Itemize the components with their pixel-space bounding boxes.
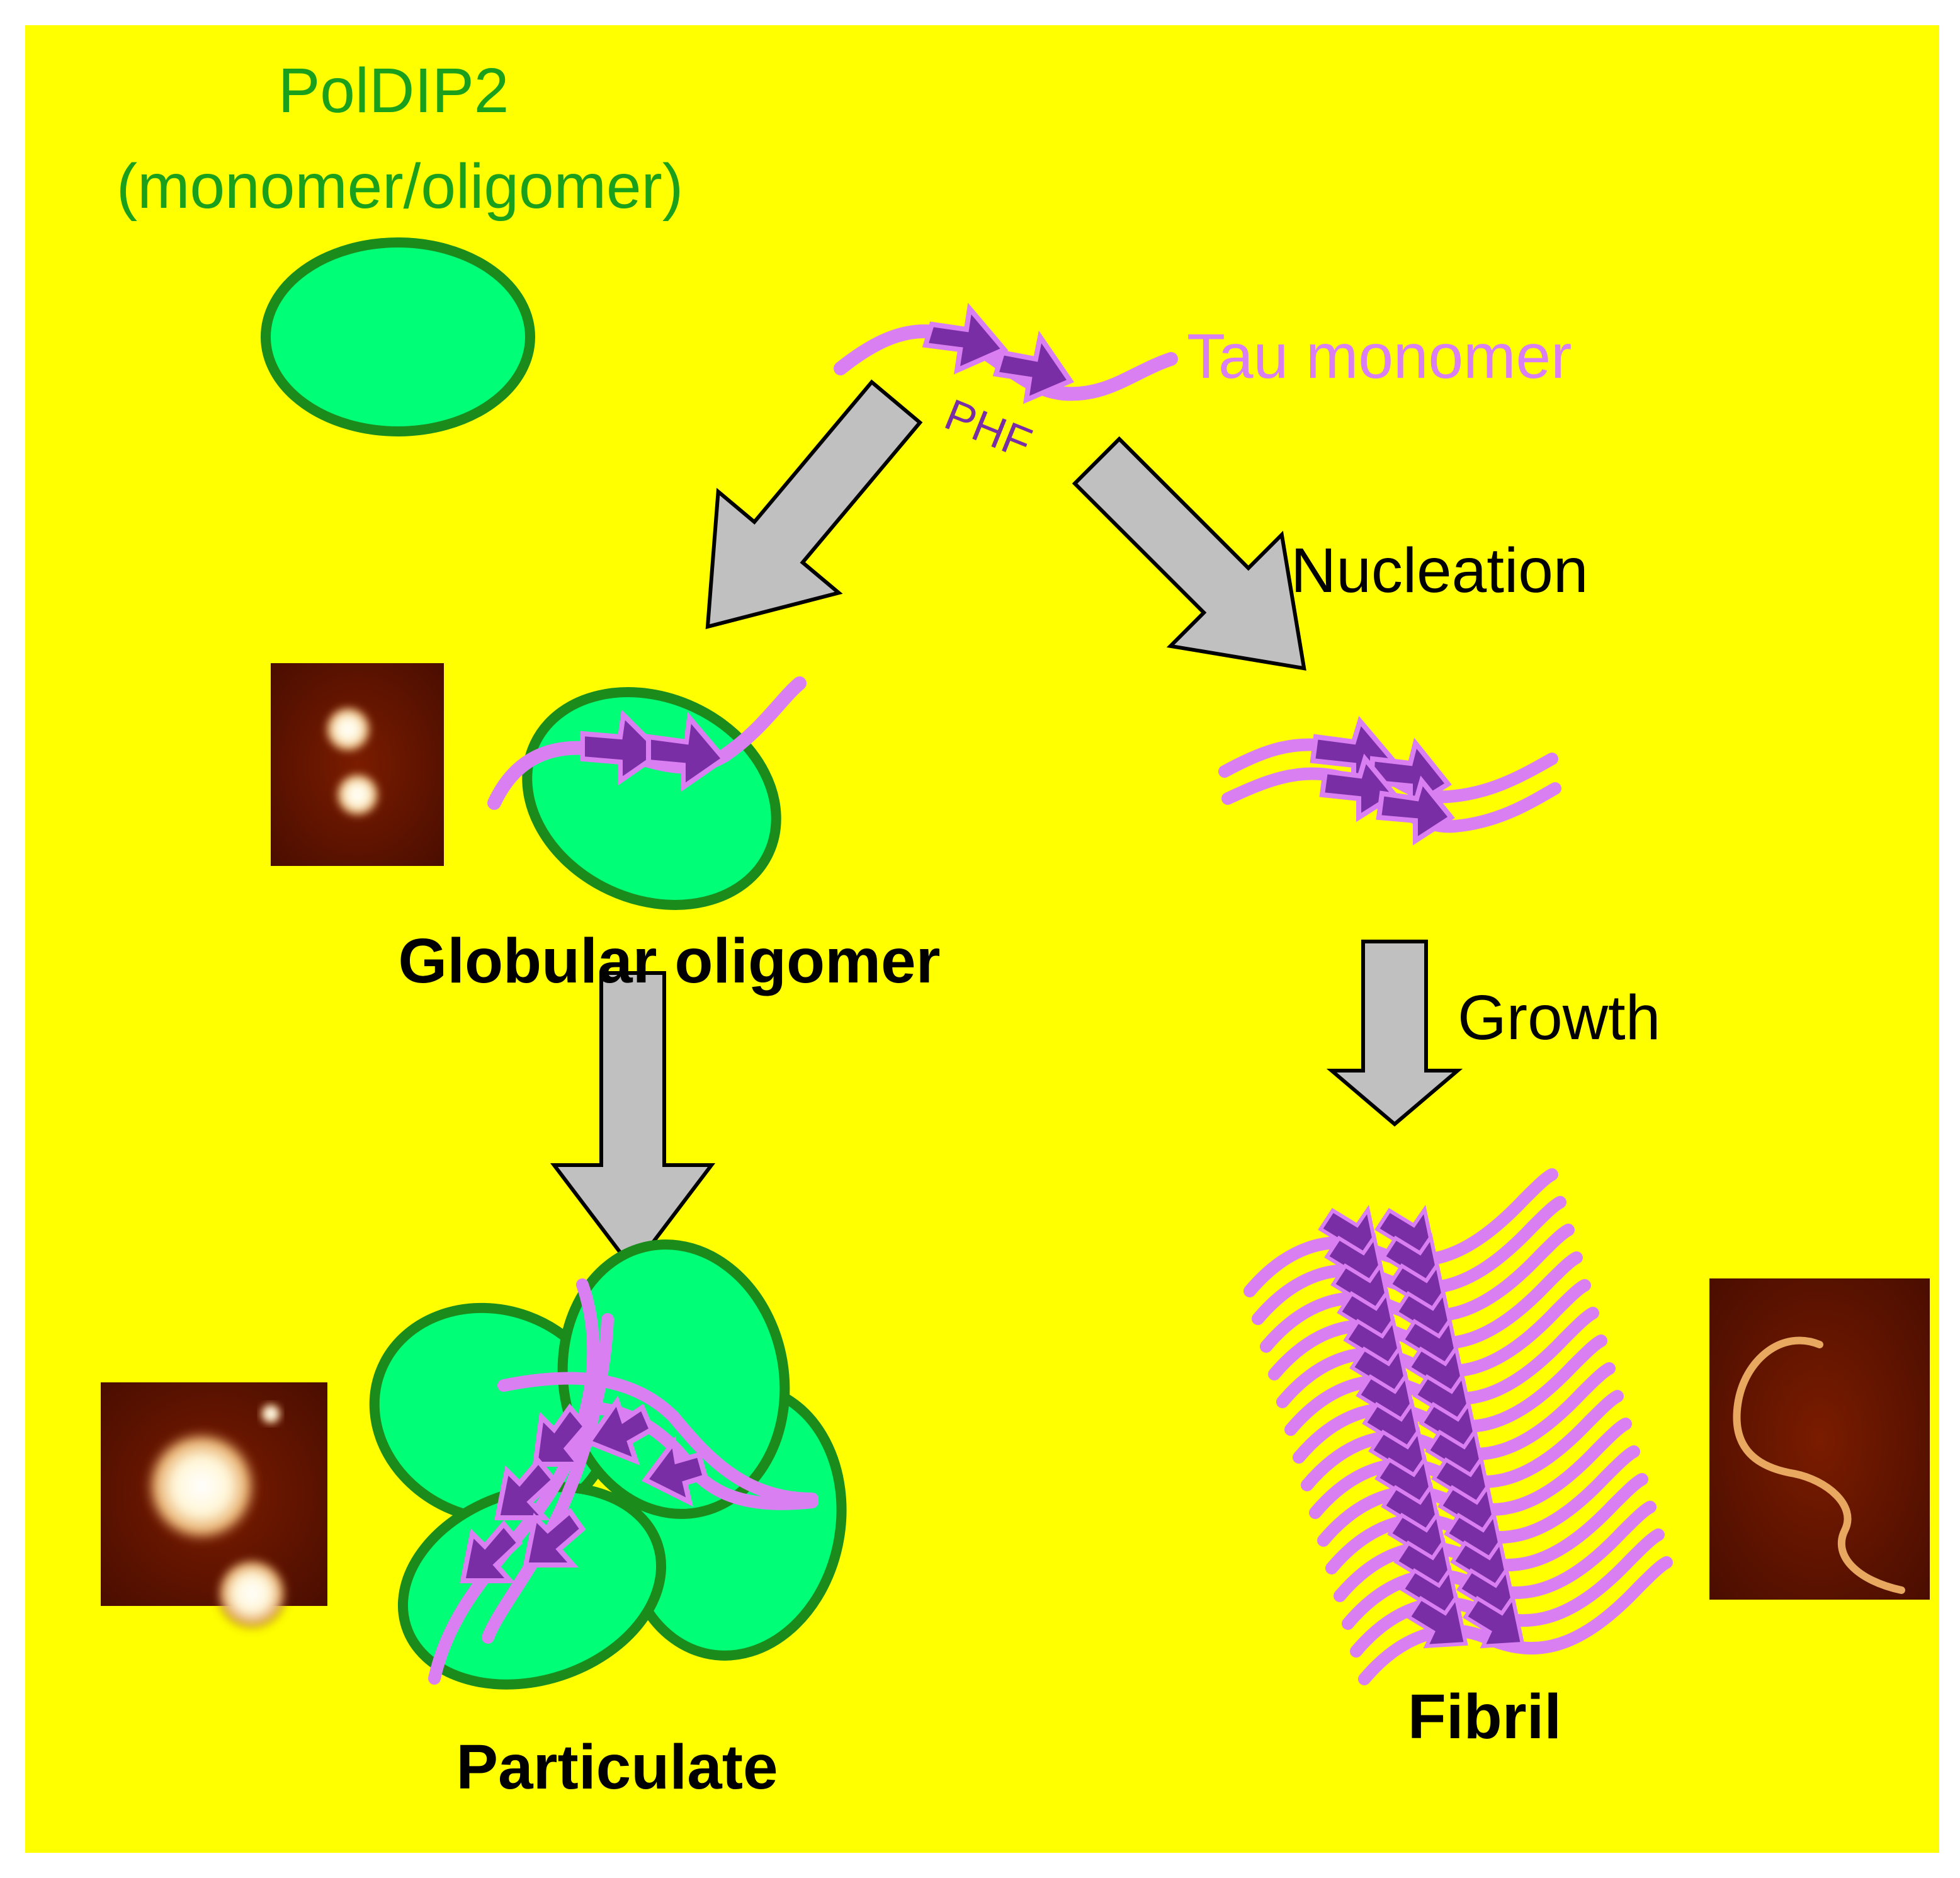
particulate-afm-image — [101, 1382, 327, 1631]
particulate-beta-arrow-4 — [523, 1508, 586, 1568]
globular-oligomer-beta-arrow-2 — [646, 712, 728, 792]
particulate-beta-arrow-3 — [460, 1520, 523, 1583]
globular-oligomer-label: Globular oligomer — [398, 926, 940, 996]
globular-oligomer-beta-arrow-1 — [580, 709, 666, 786]
poldip2-name-label: PolDIP2 — [278, 55, 509, 126]
arrow-growth — [1326, 940, 1463, 1127]
fibril-beta-arrows-group — [1318, 1205, 1525, 1649]
poldip2-monomer-ellipse — [261, 237, 535, 436]
fibril-beta-arrow — [1463, 1593, 1525, 1649]
particulate-tau-strand-group — [428, 1278, 819, 1685]
globular-oligomer-afm-image — [271, 663, 444, 866]
arrow-to-particulate — [550, 971, 716, 1272]
particulate-beta-arrow-1 — [532, 1403, 589, 1467]
arrow-to-globular-oligomer — [705, 379, 923, 629]
particulate-beta-arrow-2 — [494, 1457, 558, 1520]
arrow-nucleation — [1072, 436, 1306, 671]
poldip2-state-label: (monomer/oligomer) — [116, 151, 683, 222]
fibril-afm-image — [1709, 1278, 1930, 1600]
particulate-beta-arrow-5 — [584, 1396, 655, 1465]
growth-label: Growth — [1458, 982, 1660, 1053]
nucleus-tau-group — [1218, 715, 1561, 846]
particulate-beta-arrow-6 — [641, 1436, 708, 1507]
fibril-label: Fibril — [1408, 1682, 1561, 1752]
globular-oligomer-tau-strand-group — [487, 676, 807, 810]
tau-monomer-beta-arrow-1 — [922, 302, 1009, 375]
nucleus-beta-arrow-3 — [1319, 753, 1398, 822]
nucleation-label: Nucleation — [1291, 535, 1589, 606]
tau-monomer-beta-arrow-2 — [992, 330, 1075, 404]
nucleus-beta-arrow-4 — [1376, 775, 1455, 846]
fibril-beta-arrow — [1406, 1593, 1468, 1649]
particulate-label: Particulate — [456, 1732, 778, 1802]
tau-monomer-label: Tau monomer — [1187, 321, 1572, 392]
fibril-strand — [1350, 1528, 1665, 1658]
fibril-strand — [1358, 1556, 1673, 1685]
tau-monomer-strand-group — [834, 302, 1178, 404]
